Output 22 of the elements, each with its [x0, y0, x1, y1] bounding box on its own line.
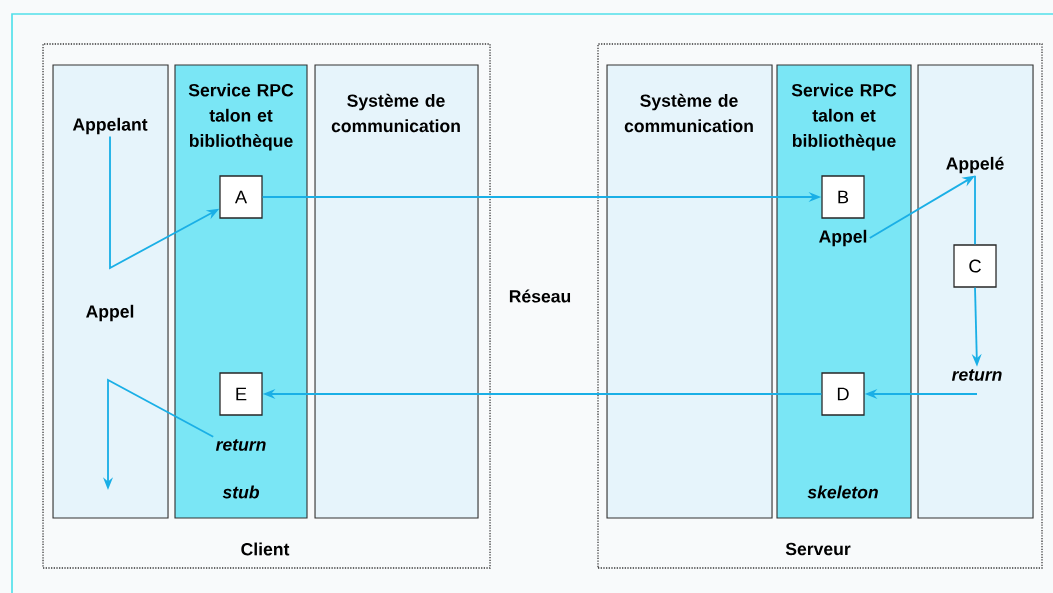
letter-box: B	[821, 175, 865, 219]
group-label: Client	[241, 542, 290, 556]
column-heading: Appelant	[72, 117, 148, 135]
step-label: return	[215, 439, 266, 451]
letter-box: C	[953, 244, 997, 288]
column	[917, 64, 1034, 519]
step-label: Appel	[86, 304, 134, 322]
column-footer: skeleton	[807, 485, 878, 499]
letter-box: A	[219, 175, 263, 219]
column	[52, 64, 169, 519]
region-label: Réseau	[509, 289, 571, 303]
column-heading: Système de communication	[624, 93, 753, 133]
column-heading: Appelé	[946, 156, 1004, 174]
column-heading: Service RPC talon et bibliothèque	[188, 83, 294, 151]
step-label: return	[951, 369, 1002, 381]
column-heading: Système de communication	[331, 93, 460, 133]
letter-box: D	[821, 372, 865, 416]
step-label: Appel	[819, 229, 867, 247]
letter-box: E	[219, 372, 263, 416]
column-heading: Service RPC talon et bibliothèque	[791, 83, 897, 151]
column-footer: stub	[222, 485, 260, 499]
group-label: Serveur	[785, 542, 851, 556]
